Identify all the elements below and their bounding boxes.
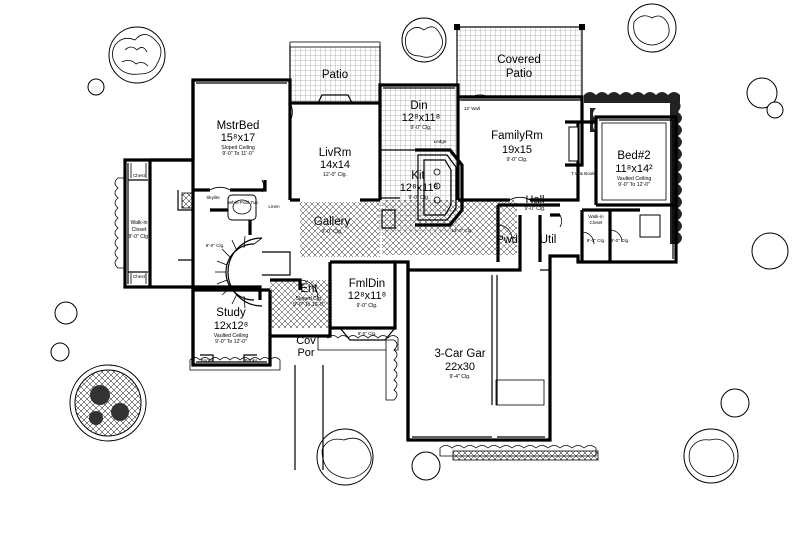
liv-rm-dims: 14x14 xyxy=(320,159,350,171)
liv-rm-label: LivRm xyxy=(319,147,352,159)
books-right-label: Books xyxy=(245,358,258,363)
hall-note: 9'-0" Clg. xyxy=(525,206,546,212)
clg-bay-label: 9'-0" Clg. xyxy=(358,331,377,336)
garage-note: 9'-4" Clg. xyxy=(450,374,471,380)
linen-label: Linen xyxy=(268,204,280,209)
clg-study-label: 9'-0" Clg. xyxy=(206,243,225,248)
annotations: Chest Chest Skylite Whirl-Pool Tub Linen… xyxy=(133,106,629,363)
study-label: Study xyxy=(216,307,246,319)
walkway xyxy=(294,365,324,470)
walk-in-closet-left-label2: Closet xyxy=(132,227,147,233)
tree-top-right-icon xyxy=(627,3,677,53)
covered-patio-label: Covered xyxy=(497,54,540,66)
family-rm-label: FamilyRm xyxy=(491,130,543,142)
ent-label: Ent xyxy=(300,283,318,295)
chest-top-label: Chest xyxy=(133,173,146,178)
bed2-note1: Vaulted Ceiling xyxy=(617,176,652,182)
family-rm-dims: 19x15 xyxy=(502,144,532,156)
clg-hall-label: 12'-0" Clg. xyxy=(451,228,472,233)
tv-books-label: T.V. & Books xyxy=(571,171,598,176)
tree-bottom-right-icon xyxy=(683,428,739,484)
ledge-label: Ledge xyxy=(434,139,447,144)
hedge-front-icon xyxy=(114,177,399,401)
garage-label: 3-Car Gar xyxy=(434,348,485,360)
walk-in-closet-right-label1: Walk-in xyxy=(588,214,604,219)
clg-closet-label: 9'-0" Clg. xyxy=(587,238,606,243)
hedge-garage-icon xyxy=(439,445,599,461)
walk-in-closet-left-label1: Walk-in xyxy=(130,220,147,226)
kit-note: 9'-0" Clg. xyxy=(409,195,430,201)
din-label: Din xyxy=(410,100,427,112)
patio-label: Patio xyxy=(322,69,348,81)
tree-bottom-left-icon xyxy=(69,364,147,442)
mstr-bed-label: MstrBed xyxy=(217,120,260,132)
wall-12-label: 12' Wall xyxy=(464,106,480,111)
interior-walls xyxy=(128,80,676,440)
clg-closet2-label: 9'-0" Clg. xyxy=(611,238,630,243)
study-note2: 9'-0" To 12'-0" xyxy=(215,339,247,345)
whirlpool-label: Whirl-Pool Tub xyxy=(228,200,259,205)
room-labels: Patio Covered Patio MstrBed 15⁸x17 Slope… xyxy=(129,54,654,380)
skylite-label: Skylite xyxy=(206,195,220,200)
bed2-dims: 11⁸x14² xyxy=(615,163,653,175)
kit-label: Kit xyxy=(411,170,425,182)
study-dims: 12x12⁸ xyxy=(214,320,249,332)
ent-note2: 9'-0" To 16'-0" xyxy=(293,302,325,308)
fml-din-note: 9'-0" Clg. xyxy=(357,303,378,309)
tree-right-small-icon xyxy=(50,77,789,481)
gallery-label: Gallery xyxy=(314,216,351,228)
tree-top-left-icon xyxy=(108,26,166,84)
fml-din-label: FmlDin xyxy=(349,278,385,290)
util-label: Util xyxy=(540,234,557,246)
study-note1: Vaulted Ceiling xyxy=(214,333,249,339)
bed2-label: Bed#2 xyxy=(617,150,650,162)
gallery-note: 9'-0" Clg. xyxy=(322,229,343,235)
liv-rm-note: 12'-0" Clg. xyxy=(323,172,347,178)
mstr-bed-note1: Sloped Ceiling xyxy=(221,145,255,151)
landscape xyxy=(50,3,789,486)
pwdr-label: Pwdr xyxy=(496,234,521,246)
bed2-note2: 9'-0" To 12'-0" xyxy=(618,182,650,188)
books-left-label: Books xyxy=(201,358,214,363)
mstr-bed-dims: 15⁸x17 xyxy=(221,132,256,144)
family-rm-note: 9'-0" Clg. xyxy=(507,157,528,163)
cov-por-label-2: Por xyxy=(297,347,314,359)
din-dims: 12⁸x11⁸ xyxy=(402,112,440,124)
fml-din-dims: 12⁸x11⁸ xyxy=(348,290,386,302)
ent-note1: Sloped Clg. xyxy=(296,296,323,302)
walk-in-closet-left-note: 9'-0" Clg. xyxy=(129,234,150,240)
garage-dims: 22x30 xyxy=(445,361,475,373)
cov-por-label: Cov xyxy=(296,335,316,347)
din-note: 9'-0" Clg. xyxy=(411,125,432,131)
patio-area xyxy=(289,41,381,104)
kit-dims: 12⁸x11⁸ xyxy=(400,182,438,194)
tree-bottom-center-icon xyxy=(316,428,374,486)
chest-bottom-label: Chest xyxy=(133,274,146,279)
covered-patio-area xyxy=(454,24,585,101)
mstr-bed-note2: 9'-0" To 11'-0" xyxy=(222,151,254,157)
walk-in-closet-right-label2: Closet xyxy=(589,220,603,225)
hall-label: Hall xyxy=(526,194,545,206)
tree-top-center-icon xyxy=(401,17,447,63)
covered-patio-label-2: Patio xyxy=(506,68,532,80)
